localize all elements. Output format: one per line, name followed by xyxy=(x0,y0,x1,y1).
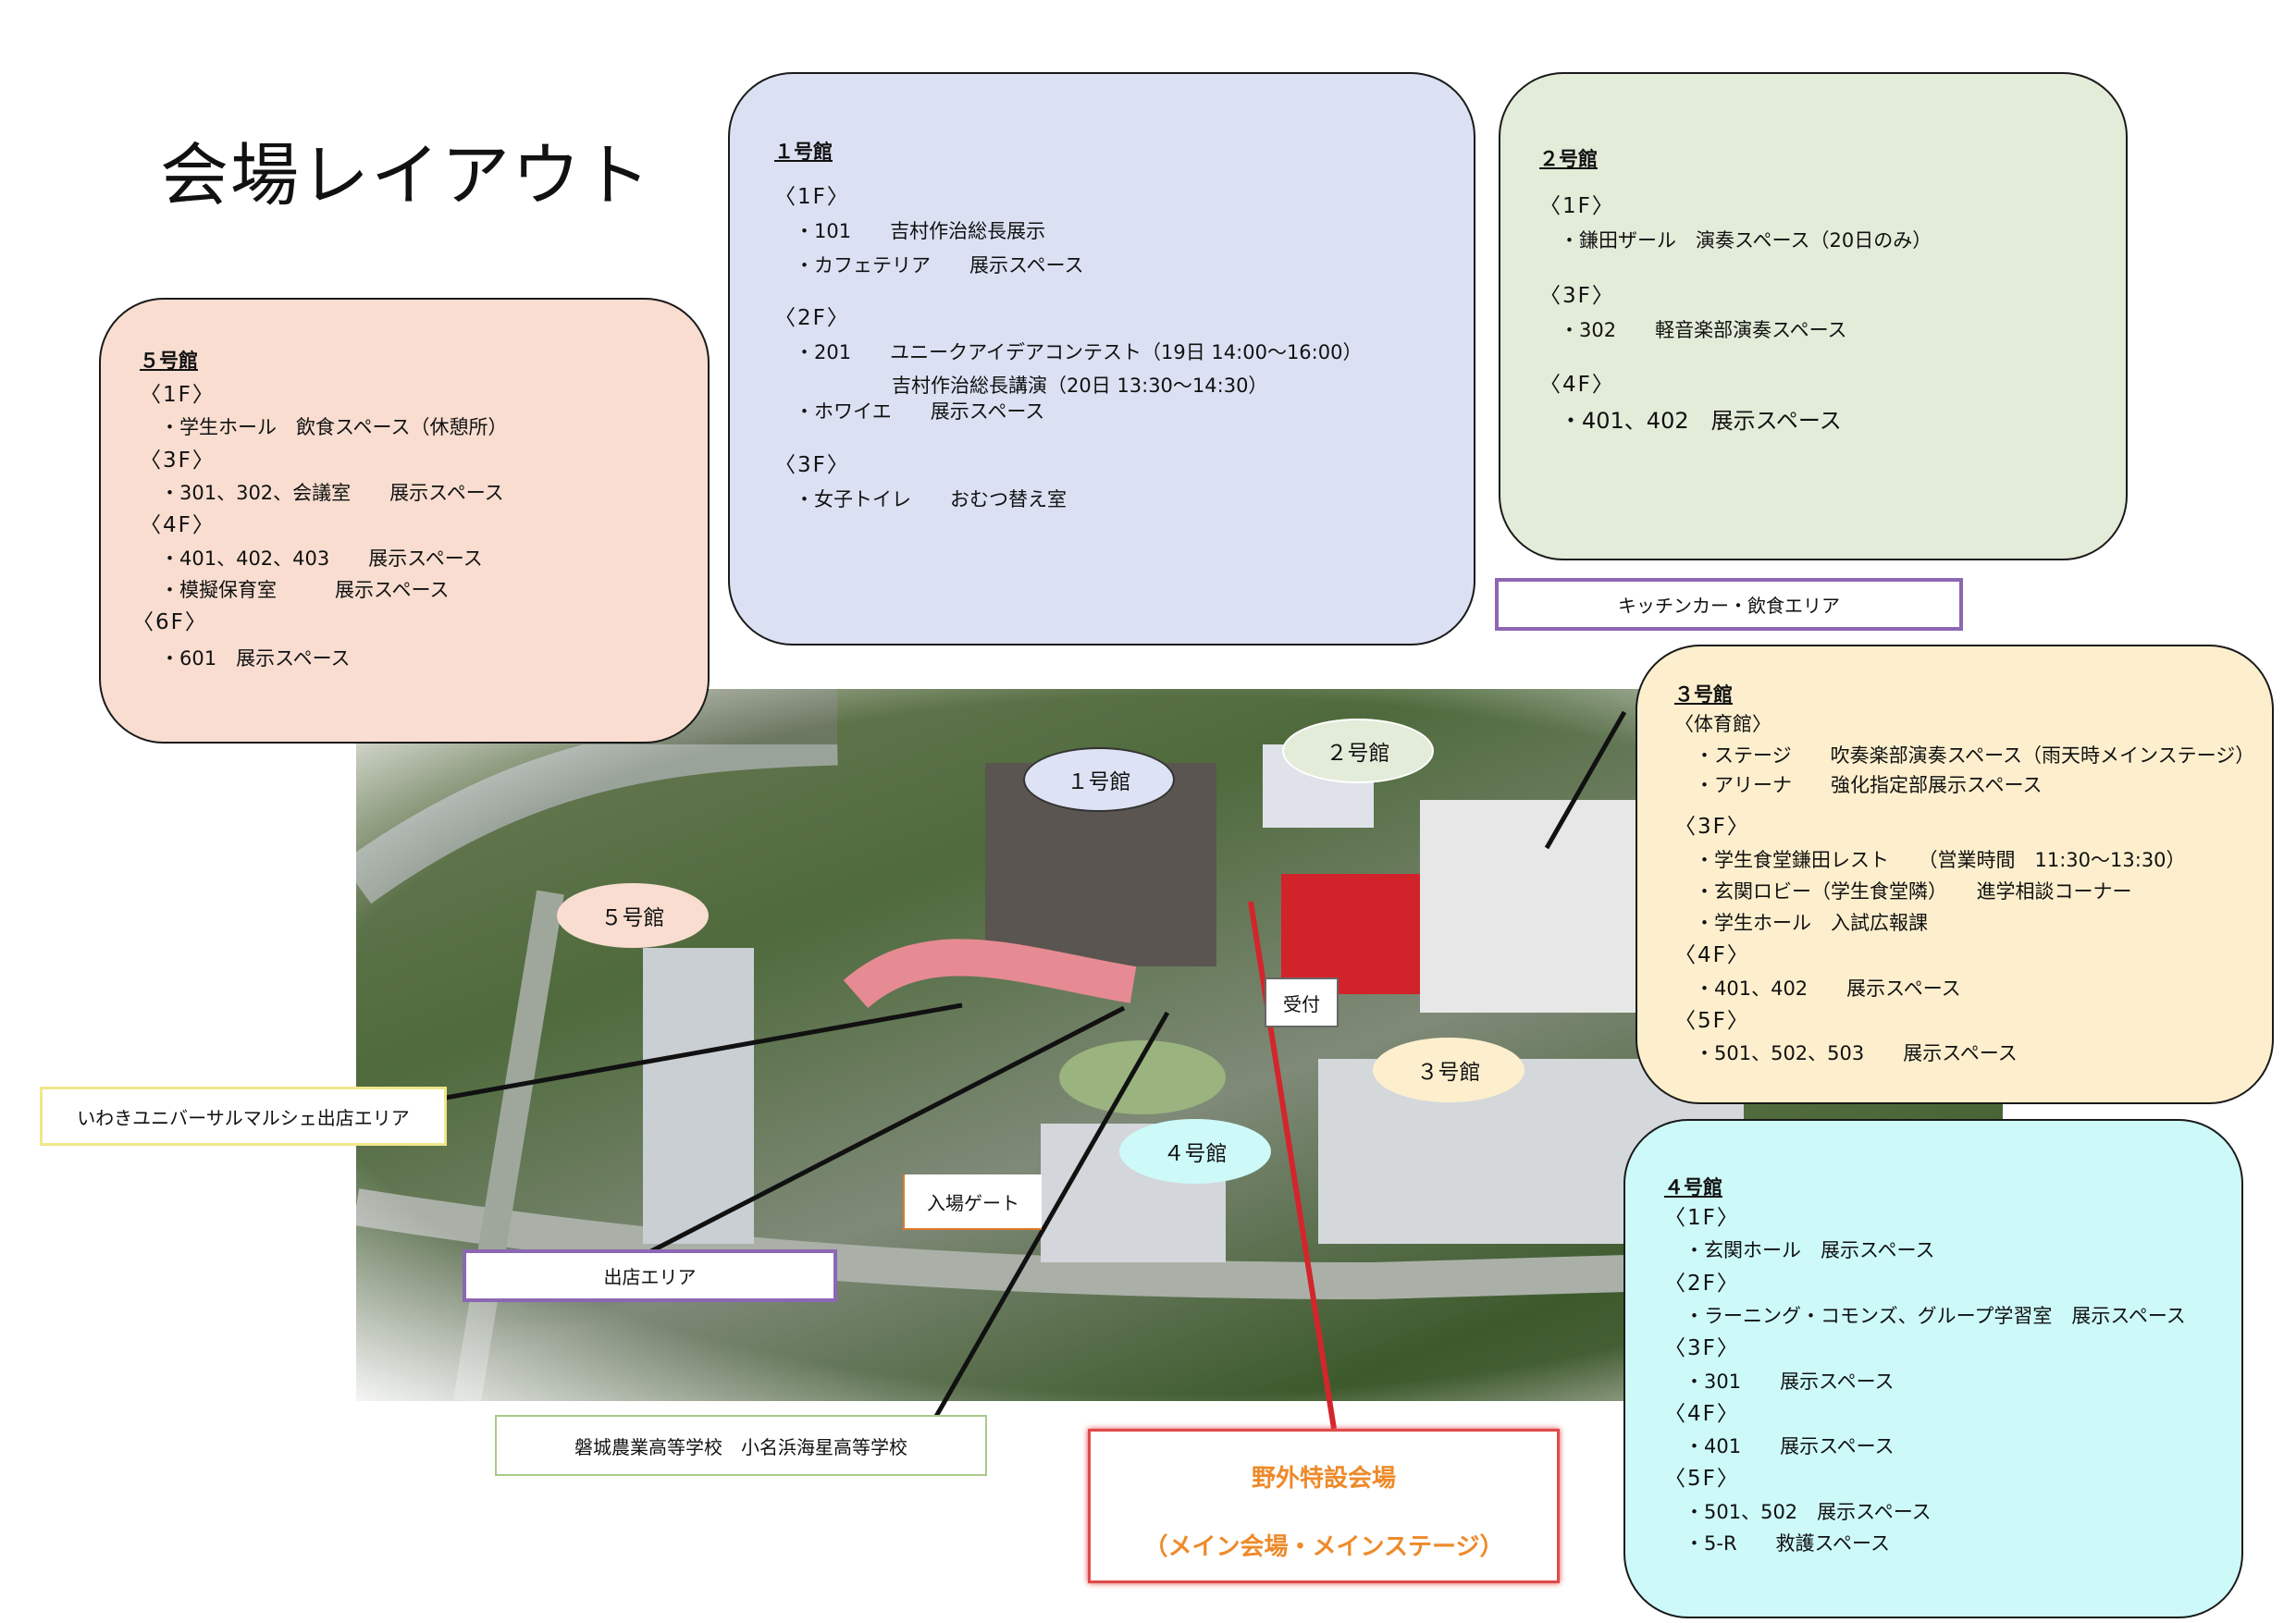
outdoor-venue-title: 野外特設会場 xyxy=(1251,1465,1396,1493)
map-label-building-3: ３号館 xyxy=(1373,1038,1524,1102)
shop-area-label: 出店エリア xyxy=(463,1249,837,1302)
panel-line: 〈4F〉 xyxy=(1674,943,1750,968)
panel-line: 〈4F〉 xyxy=(140,513,216,538)
panel-line: ・101 吉村作治総長展示 xyxy=(795,220,1046,243)
building-4-heading: ４号館 xyxy=(1664,1176,1722,1199)
map-label-building-5: ５号館 xyxy=(557,883,709,948)
panel-line: 〈3F〉 xyxy=(140,448,216,473)
panel-line: ・301、302、会議室 展示スペース xyxy=(160,482,504,505)
panel-line: ・玄関ホール 展示スペース xyxy=(1685,1239,1935,1262)
outdoor-main-venue-box: 野外特設会場 （メイン会場・メインステージ） xyxy=(1088,1429,1560,1583)
panel-line: ・401、402、403 展示スペース xyxy=(160,547,483,570)
building-2-heading: ２号館 xyxy=(1539,148,1598,170)
panel-line xyxy=(1539,352,2126,373)
panel-line: ・301 展示スペース xyxy=(1685,1370,1895,1393)
panel-line: 〈3F〉 xyxy=(1674,815,1750,840)
building-5-info-panel: ５号館 〈1F〉 ・学生ホール 飲食スペース（休憩所） 〈3F〉 ・301、30… xyxy=(99,298,710,744)
building-1-info-panel: １号館 〈1F〉 ・101 吉村作治総長展示 ・カフェテリア 展示スペース 〈2… xyxy=(728,72,1475,646)
panel-line: ・女子トイレ おむつ替え室 xyxy=(795,488,1067,511)
high-schools-label: 磐城農業高等学校 小名浜海星高等学校 xyxy=(495,1415,987,1476)
map-label-building-4: ４号館 xyxy=(1119,1119,1271,1184)
panel-line: ・模擬保育室 展示スペース xyxy=(160,578,450,601)
panel-line: 〈5F〉 xyxy=(1664,1467,1740,1492)
building-5-heading: ５号館 xyxy=(140,350,198,372)
panel-line: 〈3F〉 xyxy=(1539,283,1615,308)
building-2-info-panel: ２号館 〈1F〉 ・鎌田ザール 演奏スペース（20日のみ） 〈3F〉 ・302 … xyxy=(1499,72,2128,560)
building-1-heading: １号館 xyxy=(774,141,833,163)
panel-line: 〈3F〉 xyxy=(774,452,850,477)
building-4-info-panel: ４号館 〈1F〉 ・玄関ホール 展示スペース 〈2F〉 ・ラーニング・コモンズ、… xyxy=(1623,1119,2243,1618)
map-label-building-1: １号館 xyxy=(1023,747,1175,812)
building-3-info-panel: ３号館 〈体育館〉 ・ステージ 吹奏楽部演奏スペース（雨天時メインステージ） ・… xyxy=(1636,645,2274,1104)
panel-line: ・ラーニング・コモンズ、グループ学習室 展示スペース xyxy=(1685,1305,2186,1328)
panel-line: 〈5F〉 xyxy=(1674,1008,1750,1033)
panel-line: ・アリーナ 強化指定部展示スペース xyxy=(1695,774,2043,797)
panel-line: ・201 ユニークアイデアコンテスト（19日 14:00～16:00） xyxy=(795,341,1363,364)
panel-line: ・302 軽音楽部演奏スペース xyxy=(1560,319,1847,342)
panel-line xyxy=(1674,804,2272,815)
panel-line: ・501、502、503 展示スペース xyxy=(1695,1042,2018,1065)
panel-line: 〈4F〉 xyxy=(1539,373,1615,398)
panel-line: 〈体育館〉 xyxy=(1674,713,1771,735)
panel-line: ・5-R 救護スペース xyxy=(1685,1531,1891,1555)
panel-line: 〈4F〉 xyxy=(1664,1401,1740,1426)
reception-label: 受付 xyxy=(1265,977,1339,1027)
panel-line: 〈1F〉 xyxy=(1664,1206,1740,1230)
panel-line xyxy=(774,435,1474,453)
panel-line: ・401、402 展示スペース xyxy=(1560,407,1842,434)
panel-line: ・401 展示スペース xyxy=(1685,1435,1895,1458)
panel-line: ・カフェテリア 展示スペース xyxy=(795,253,1084,277)
panel-line: 〈2F〉 xyxy=(774,305,850,330)
panel-line: ・学生ホール 入試広報課 xyxy=(1695,912,1928,935)
panel-line: ・学生ホール 飲食スペース（休憩所） xyxy=(160,416,508,439)
marche-shop-area-label: いわきユニバーサルマルシェ出店エリア xyxy=(40,1087,447,1146)
panel-line xyxy=(774,288,1474,306)
panel-line: ・401、402 展示スペース xyxy=(1695,977,1961,1000)
panel-line: ・ステージ 吹奏楽部演奏スペース（雨天時メインステージ） xyxy=(1695,744,2255,768)
panel-line: ・鎌田ザール 演奏スペース（20日のみ） xyxy=(1560,229,1932,252)
panel-line xyxy=(1539,264,2126,284)
panel-line: 〈2F〉 xyxy=(1664,1271,1740,1296)
panel-line: 〈1F〉 xyxy=(774,185,850,209)
panel-line: 〈6F〉 xyxy=(132,609,208,634)
panel-line: 〈3F〉 xyxy=(1664,1336,1740,1361)
map-label-building-2: ２号館 xyxy=(1282,719,1434,783)
panel-line: ・玄関ロビー（学生食堂隣） 進学相談コーナー xyxy=(1695,880,2132,903)
kitchen-car-area-label: キッチンカー・飲食エリア xyxy=(1495,578,1963,631)
panel-line: ・ホワイエ 展示スペース xyxy=(795,400,1045,424)
entrance-gate-label: 入場ゲート xyxy=(903,1174,1042,1230)
panel-line: ・学生食堂鎌田レスト （営業時間 11:30～13:30） xyxy=(1695,848,2186,871)
panel-line: ・501、502 展示スペース xyxy=(1685,1500,1932,1523)
outdoor-venue-subtitle: （メイン会場・メインステージ） xyxy=(1143,1533,1504,1561)
building-3-heading: ３号館 xyxy=(1674,683,1733,706)
panel-line: 吉村作治総長講演（20日 13:30～14:30） xyxy=(795,375,1268,398)
panel-line: ・601 展示スペース xyxy=(160,647,351,670)
panel-line: 〈1F〉 xyxy=(1539,194,1615,218)
panel-line: 〈1F〉 xyxy=(140,383,216,407)
page-title: 会場レイアウト xyxy=(160,136,652,215)
